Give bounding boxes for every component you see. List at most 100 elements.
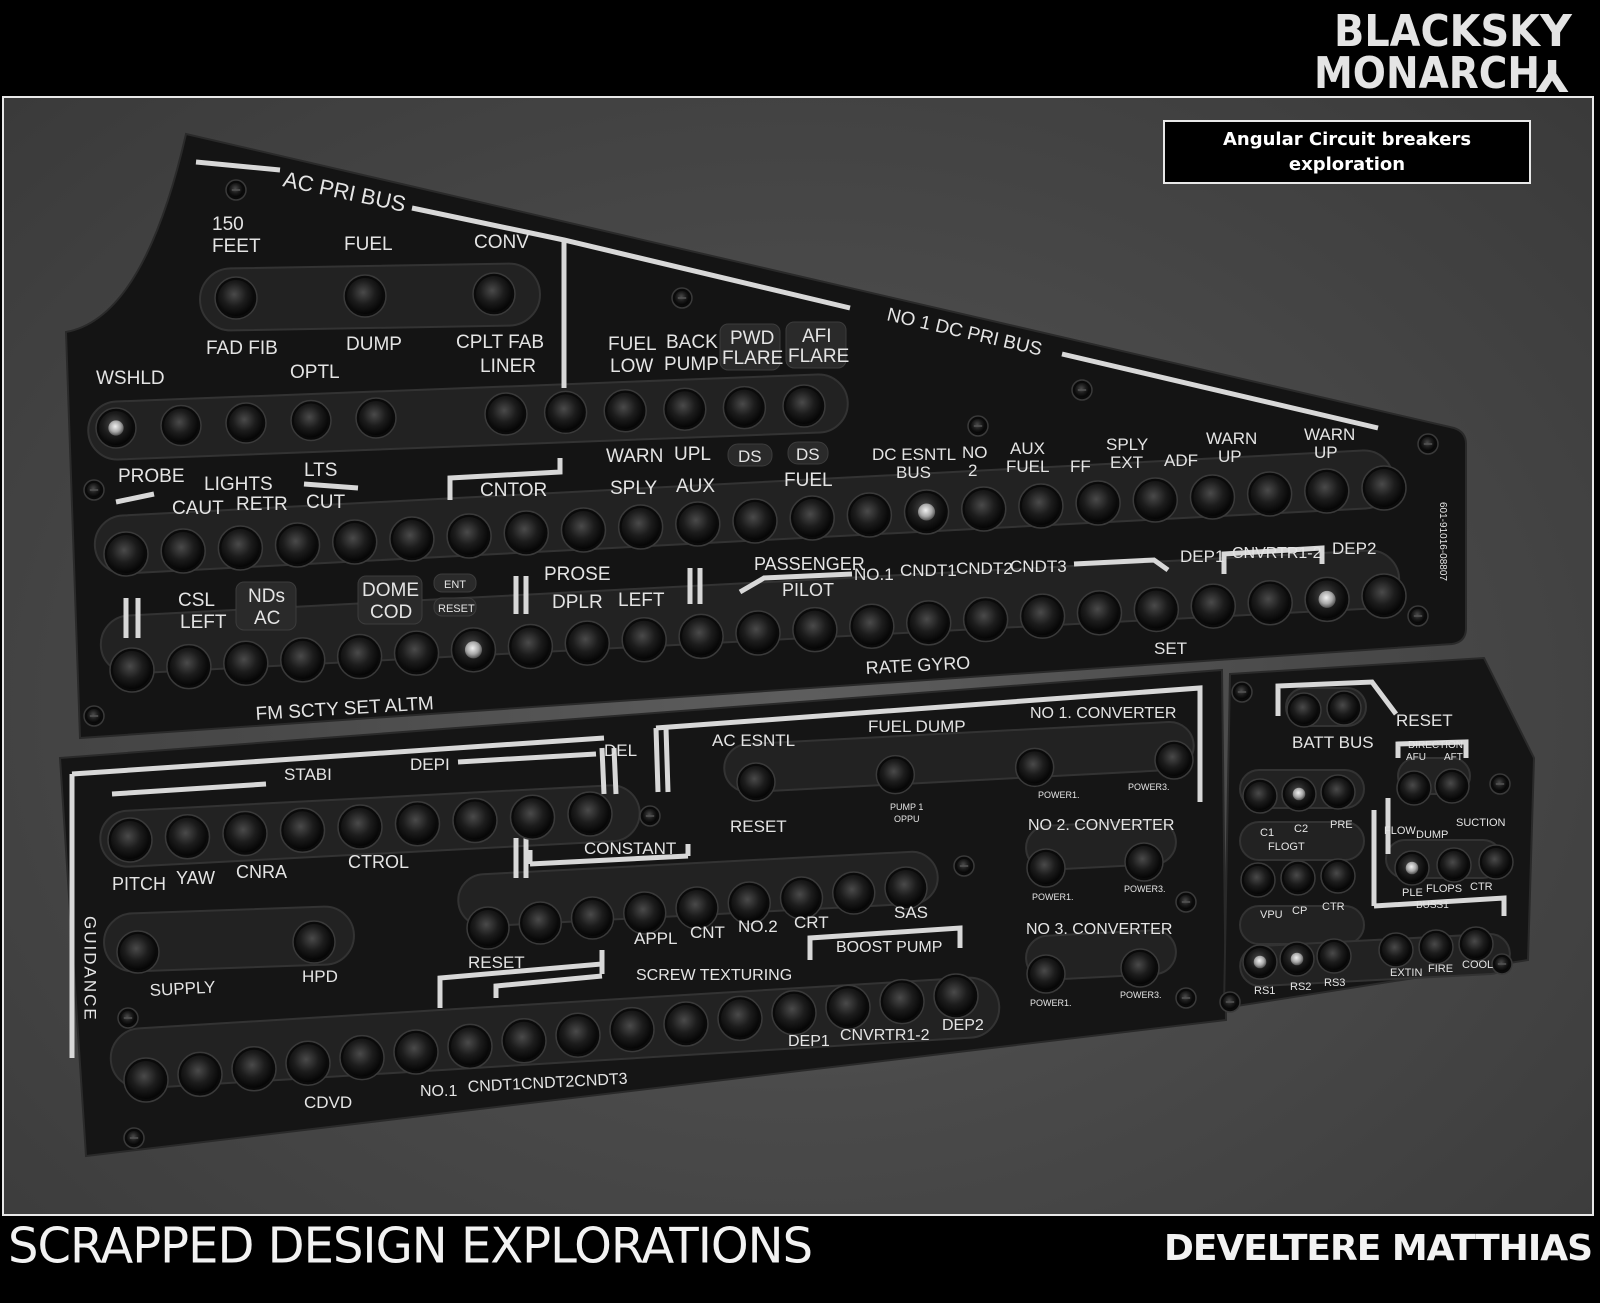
circuit-breaker-knob[interactable] [609, 1006, 655, 1053]
circuit-breaker-knob[interactable] [1242, 778, 1278, 814]
circuit-breaker-knob[interactable] [279, 637, 326, 683]
circuit-breaker-knob[interactable] [1320, 774, 1356, 810]
circuit-breaker-knob[interactable] [103, 531, 149, 577]
circuit-breaker-knob[interactable] [109, 647, 155, 693]
circuit-breaker-knob[interactable] [960, 486, 1007, 532]
circuit-breaker-knob[interactable] [1418, 929, 1454, 965]
circuit-breaker-knob[interactable] [732, 498, 778, 544]
circuit-breaker-knob[interactable] [905, 600, 952, 646]
circuit-breaker-knob[interactable] [849, 603, 895, 650]
circuit-breaker-knob[interactable] [279, 807, 326, 853]
circuit-breaker-knob[interactable] [543, 390, 588, 435]
circuit-breaker-knob[interactable] [1326, 690, 1362, 726]
circuit-breaker-knob[interactable] [1281, 776, 1317, 812]
circuit-breaker-knob[interactable] [274, 522, 321, 568]
circuit-breaker-knob[interactable] [1075, 480, 1121, 526]
circuit-breaker-knob[interactable] [1120, 948, 1160, 988]
circuit-breaker-knob[interactable] [1026, 848, 1066, 888]
circuit-breaker-knob[interactable] [832, 871, 876, 915]
circuit-breaker-knob[interactable] [160, 404, 202, 447]
circuit-breaker-knob[interactable] [1280, 860, 1316, 896]
circuit-breaker-knob[interactable] [1246, 471, 1293, 517]
circuit-breaker-knob[interactable] [331, 519, 378, 565]
circuit-breaker-knob[interactable] [884, 866, 928, 910]
circuit-breaker-knob[interactable] [1154, 740, 1194, 780]
circuit-breaker-knob[interactable] [393, 630, 440, 676]
circuit-breaker-knob[interactable] [727, 881, 771, 925]
circuit-breaker-knob[interactable] [1436, 847, 1472, 883]
circuit-breaker-knob[interactable] [225, 402, 267, 444]
circuit-breaker-knob[interactable] [560, 507, 607, 553]
circuit-breaker-knob[interactable] [933, 973, 979, 1019]
circuit-breaker-knob[interactable] [394, 801, 441, 847]
circuit-breaker-knob[interactable] [675, 886, 719, 930]
circuit-breaker-knob[interactable] [736, 762, 776, 802]
circuit-breaker-knob[interactable] [1018, 483, 1064, 529]
circuit-breaker-knob[interactable] [166, 643, 212, 690]
circuit-breaker-knob[interactable] [1396, 770, 1432, 806]
circuit-breaker-knob[interactable] [1378, 932, 1414, 968]
circuit-breaker-knob[interactable] [339, 1034, 385, 1081]
circuit-breaker-knob[interactable] [446, 513, 492, 559]
circuit-breaker-knob[interactable] [1026, 954, 1066, 994]
circuit-breaker-knob[interactable] [393, 1029, 439, 1075]
circuit-breaker-knob[interactable] [509, 794, 556, 840]
circuit-breaker-knob[interactable] [1189, 474, 1236, 520]
circuit-breaker-knob[interactable] [290, 399, 332, 442]
circuit-breaker-knob[interactable] [447, 1023, 493, 1070]
circuit-breaker-knob[interactable] [675, 501, 721, 547]
circuit-breaker-knob[interactable] [623, 891, 667, 935]
circuit-breaker-knob[interactable] [1361, 465, 1407, 511]
circuit-breaker-knob[interactable] [177, 1051, 223, 1098]
circuit-breaker-knob[interactable] [1019, 593, 1066, 639]
circuit-breaker-knob[interactable] [450, 627, 497, 673]
circuit-breaker-knob[interactable] [484, 392, 528, 436]
circuit-breaker-knob[interactable] [107, 817, 153, 863]
circuit-breaker-knob[interactable] [343, 274, 387, 318]
circuit-breaker-knob[interactable] [782, 384, 826, 428]
circuit-breaker-knob[interactable] [903, 489, 950, 535]
circuit-breaker-knob[interactable] [231, 1046, 277, 1092]
circuit-breaker-knob[interactable] [717, 995, 763, 1042]
circuit-breaker-knob[interactable] [603, 389, 647, 433]
circuit-breaker-knob[interactable] [621, 616, 667, 663]
circuit-breaker-knob[interactable] [1458, 926, 1494, 962]
circuit-breaker-knob[interactable] [217, 525, 264, 571]
circuit-breaker-knob[interactable] [123, 1057, 169, 1103]
circuit-breaker-knob[interactable] [1190, 583, 1237, 629]
circuit-breaker-knob[interactable] [389, 516, 435, 562]
circuit-breaker-knob[interactable] [570, 896, 615, 940]
circuit-breaker-knob[interactable] [875, 754, 916, 795]
circuit-breaker-knob[interactable] [518, 901, 562, 945]
circuit-breaker-knob[interactable] [1394, 850, 1430, 886]
circuit-breaker-knob[interactable] [503, 510, 550, 556]
circuit-breaker-knob[interactable] [1242, 944, 1278, 980]
circuit-breaker-knob[interactable] [452, 797, 498, 844]
circuit-breaker-knob[interactable] [1316, 938, 1352, 974]
circuit-breaker-knob[interactable] [663, 1001, 709, 1047]
circuit-breaker-knob[interactable] [771, 990, 817, 1036]
circuit-breaker-knob[interactable] [1124, 842, 1164, 882]
circuit-breaker-knob[interactable] [617, 504, 664, 550]
circuit-breaker-knob[interactable] [1478, 844, 1514, 880]
circuit-breaker-knob[interactable] [1279, 941, 1315, 977]
circuit-breaker-knob[interactable] [292, 920, 336, 964]
circuit-breaker-knob[interactable] [663, 387, 707, 431]
circuit-breaker-knob[interactable] [735, 610, 781, 656]
circuit-breaker-knob[interactable] [337, 804, 383, 850]
circuit-breaker-knob[interactable] [1132, 477, 1179, 523]
circuit-breaker-knob[interactable] [1304, 468, 1350, 514]
circuit-breaker-knob[interactable] [962, 596, 1009, 643]
circuit-breaker-knob[interactable] [879, 978, 925, 1025]
circuit-breaker-knob[interactable] [223, 640, 269, 687]
circuit-breaker-knob[interactable] [779, 876, 824, 920]
circuit-breaker-knob[interactable] [1361, 573, 1407, 619]
circuit-breaker-knob[interactable] [846, 492, 893, 538]
circuit-breaker-knob[interactable] [1014, 747, 1055, 788]
circuit-breaker-knob[interactable] [160, 528, 206, 574]
circuit-breaker-knob[interactable] [722, 385, 767, 430]
circuit-breaker-knob[interactable] [1133, 586, 1180, 633]
circuit-breaker-knob[interactable] [336, 633, 383, 680]
circuit-breaker-knob[interactable] [555, 1012, 601, 1058]
circuit-breaker-knob[interactable] [472, 272, 516, 316]
